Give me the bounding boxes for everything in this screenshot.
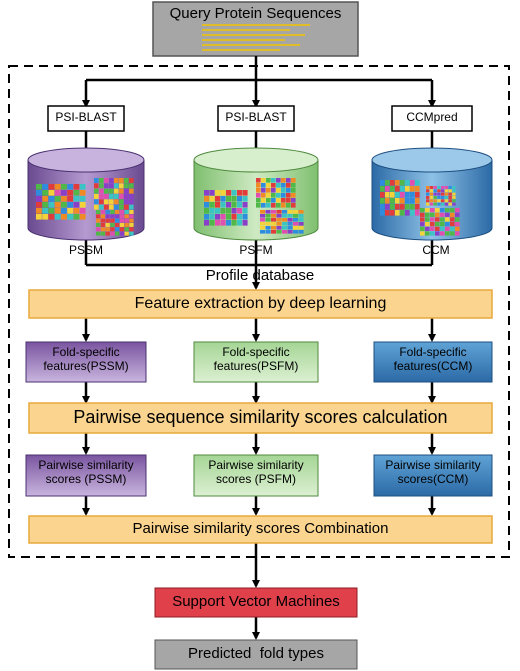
pairwise-scores-ccm-label: Pairwise similarity scores(CCM) bbox=[374, 458, 492, 487]
fold-features-psfm-box bbox=[193, 341, 319, 383]
pairwise-scores-psfm-line1: Pairwise similarity bbox=[208, 458, 304, 472]
pairwise-scores-pssm-line1: Pairwise similarity bbox=[38, 458, 134, 472]
predicted-box bbox=[154, 639, 358, 670]
matrix-tile bbox=[94, 178, 134, 210]
matrix-tile bbox=[260, 210, 304, 234]
fold-features-ccm-line2: features(CCM) bbox=[393, 358, 473, 373]
pairwise-scores-pssm-line2: scores (PSSM) bbox=[45, 471, 127, 486]
pairwise-scores-pssm-label: Pairwise similarity scores (PSSM) bbox=[26, 458, 146, 487]
fold-features-pssm-label: Fold-specific features(PSSM) bbox=[26, 345, 146, 374]
pairwise-scores-ccm-box bbox=[373, 454, 493, 497]
matrix-tile bbox=[380, 180, 420, 216]
pairwise-calc-bar bbox=[28, 402, 493, 434]
combination-label: Pairwise similarity scores Combination bbox=[132, 520, 389, 537]
pairwise-scores-ccm-line2: scores(CCM) bbox=[397, 471, 469, 486]
pairwise-scores-psfm-line2: scores (PSFM) bbox=[215, 471, 296, 486]
matrix-tile bbox=[96, 210, 134, 236]
fold-features-psfm-label: Fold-specific features(PSFM) bbox=[194, 345, 318, 374]
matrix-tile bbox=[204, 190, 248, 226]
matrix-tile bbox=[426, 186, 456, 206]
fold-features-psfm-line2: features(PSFM) bbox=[213, 358, 299, 373]
query-label: Query Protein Sequences bbox=[169, 5, 342, 22]
matrix-tile bbox=[36, 184, 86, 220]
pairwise-scores-pssm-box bbox=[25, 454, 147, 497]
combination-bar bbox=[28, 515, 493, 544]
svm-label: Support Vector Machines bbox=[172, 593, 340, 610]
tool-box-left bbox=[47, 105, 125, 132]
query-box bbox=[152, 1, 359, 57]
pairwise-scores-ccm-line1: Pairwise similarity bbox=[385, 458, 481, 472]
pairwise-calc-label: Pairwise sequence similarity scores calc… bbox=[73, 407, 448, 427]
feature-extraction-bar bbox=[28, 289, 493, 319]
db-label-ccm: CCM bbox=[422, 243, 450, 257]
tool-box-right bbox=[391, 105, 473, 132]
db-label-pssm: PSSM bbox=[68, 243, 103, 257]
svm-box bbox=[154, 587, 358, 618]
fold-features-ccm-label: Fold-specific features(CCM) bbox=[374, 345, 492, 374]
fold-features-pssm-box bbox=[25, 341, 147, 383]
tool-box-middle bbox=[217, 105, 295, 132]
tool-label-right: CCMpred bbox=[406, 110, 458, 124]
fold-features-ccm-line1: Fold-specific bbox=[399, 345, 467, 359]
tool-label-middle: PSI-BLAST bbox=[225, 110, 287, 124]
pairwise-scores-psfm-box bbox=[193, 454, 319, 497]
fold-features-pssm-line2: features(PSSM) bbox=[43, 358, 129, 373]
fold-features-ccm-box bbox=[373, 341, 493, 383]
sequence-lines bbox=[202, 24, 310, 51]
pairwise-scores-psfm-label: Pairwise similarity scores (PSFM) bbox=[194, 458, 318, 487]
tool-label-left: PSI-BLAST bbox=[55, 110, 117, 124]
fold-features-psfm-line1: Fold-specific bbox=[222, 345, 290, 359]
profile-database-label: Profile database bbox=[205, 267, 315, 284]
connectors bbox=[82, 56, 436, 640]
matrix-tile bbox=[256, 178, 296, 208]
feature-extraction-label: Feature extraction by deep learning bbox=[134, 295, 387, 312]
db-label-psfm: PSFM bbox=[239, 243, 273, 257]
predicted-label: Predicted fold types bbox=[188, 645, 324, 662]
fold-features-pssm-line1: Fold-specific bbox=[52, 345, 120, 359]
matrix-tile bbox=[420, 208, 460, 236]
profile-matrix-tiles bbox=[36, 178, 460, 236]
